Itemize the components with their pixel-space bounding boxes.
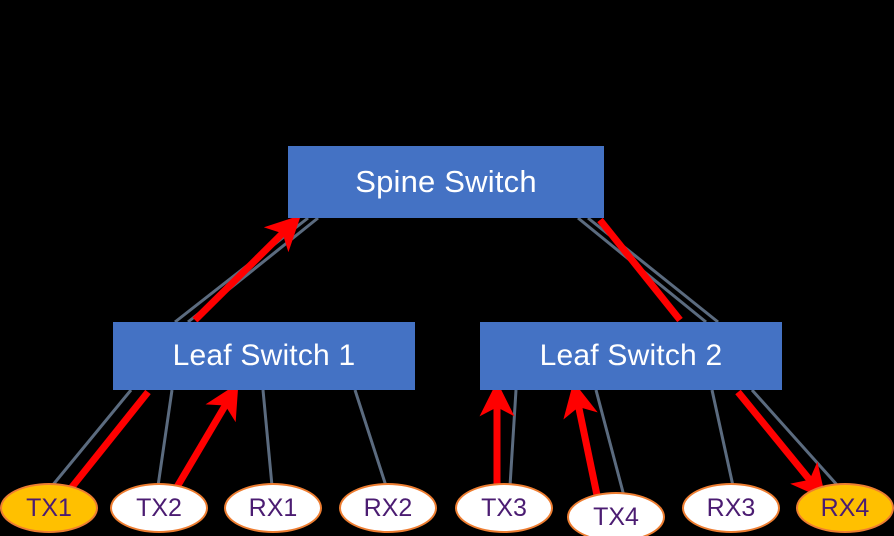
flow-spine-to-leaf2 bbox=[597, 217, 683, 323]
link-leaf2-to-tx4 bbox=[594, 389, 626, 497]
host-node-rx2[interactable]: RX2 bbox=[339, 483, 437, 533]
link-leaf1-to-tx2 bbox=[156, 389, 174, 487]
leaf-switch-1-label: Leaf Switch 1 bbox=[172, 339, 356, 372]
host-node-label: RX1 bbox=[248, 493, 298, 522]
host-node-label: TX3 bbox=[481, 493, 527, 522]
flow-tx2-to-leaf1 bbox=[170, 383, 239, 494]
leaf-switch-2-node[interactable]: Leaf Switch 2 bbox=[480, 322, 782, 390]
spine-switch-label: Spine Switch bbox=[355, 164, 537, 199]
host-node-rx3[interactable]: RX3 bbox=[682, 483, 780, 533]
host-node-tx3[interactable]: TX3 bbox=[455, 483, 553, 533]
flow-tx1-to-leaf1 bbox=[65, 389, 151, 495]
host-node-rx4[interactable]: RX4 bbox=[796, 483, 894, 533]
leaf-switch-1-node[interactable]: Leaf Switch 1 bbox=[113, 322, 415, 390]
spine-switch-node[interactable]: Spine Switch bbox=[288, 146, 604, 218]
link-leaf1-to-rx1 bbox=[261, 389, 274, 487]
host-node-tx2[interactable]: TX2 bbox=[110, 483, 208, 533]
link-leaf2-to-tx3 bbox=[508, 389, 518, 487]
flow-leaf1-to-spine bbox=[192, 215, 301, 323]
link-leaf1-to-rx2 bbox=[353, 389, 388, 487]
flow-tx4-to-leaf2 bbox=[563, 381, 602, 501]
host-node-label: TX1 bbox=[26, 493, 72, 522]
leaf-switch-2-label: Leaf Switch 2 bbox=[539, 339, 723, 372]
highlighted-links-group bbox=[65, 215, 826, 501]
host-node-tx4[interactable]: TX4 bbox=[567, 492, 665, 536]
host-node-label: RX4 bbox=[820, 493, 870, 522]
link-leaf2-to-rx3 bbox=[710, 389, 735, 487]
host-node-tx1[interactable]: TX1 bbox=[0, 483, 98, 533]
host-node-label: TX4 bbox=[593, 502, 639, 531]
link-leaf1-to-tx1 bbox=[50, 389, 133, 487]
flow-leaf2-to-rx4-highlight bbox=[735, 389, 826, 500]
host-node-label: TX2 bbox=[136, 493, 182, 522]
host-node-label: RX3 bbox=[706, 493, 756, 522]
host-node-rx1[interactable]: RX1 bbox=[224, 483, 322, 533]
link-leaf2-to-rx4 bbox=[750, 388, 840, 488]
host-node-label: RX2 bbox=[363, 493, 413, 522]
